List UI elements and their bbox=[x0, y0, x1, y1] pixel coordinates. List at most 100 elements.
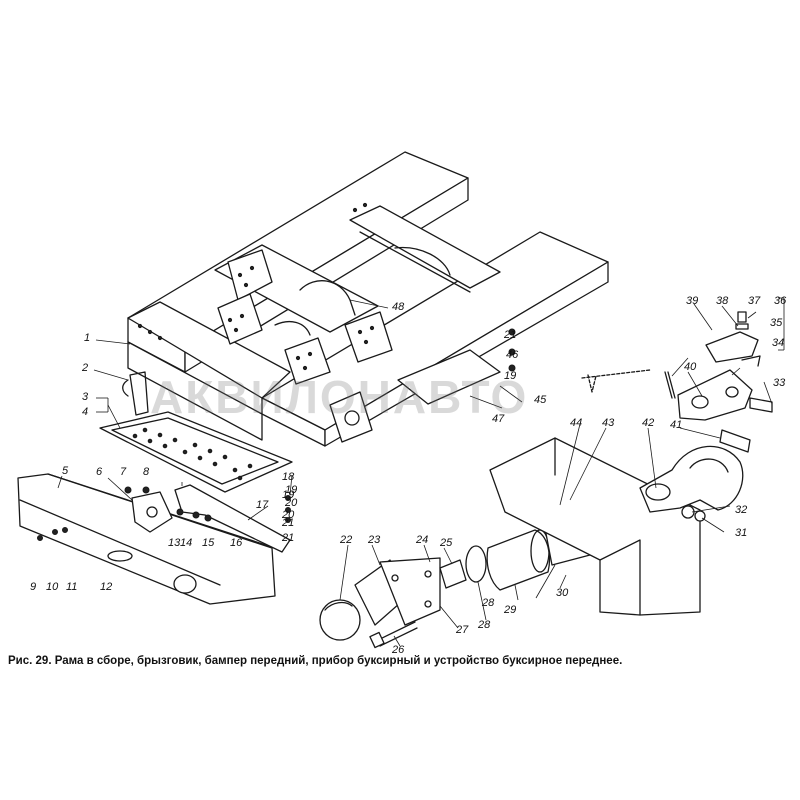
splash-guard-inner bbox=[111, 417, 279, 485]
callout-label: 28 bbox=[478, 619, 491, 631]
tow-hook-throat bbox=[689, 458, 729, 473]
front-bumper bbox=[17, 473, 291, 605]
callout-label: 36 bbox=[774, 295, 787, 307]
callout-label: 29 bbox=[504, 604, 517, 616]
split-pin bbox=[664, 371, 676, 399]
callout-label: 19 bbox=[282, 489, 295, 501]
frame-gusset-plate-4 bbox=[284, 337, 331, 385]
callout-label: 37 bbox=[748, 295, 761, 307]
callout-label: 44 bbox=[570, 417, 583, 429]
housing-bolt-hole-1 bbox=[391, 574, 399, 582]
callout-label: 5 bbox=[62, 465, 69, 477]
callout-label: 35 bbox=[770, 317, 783, 329]
callout-label: 28 bbox=[482, 597, 495, 609]
callout-label: 16 bbox=[230, 537, 243, 549]
towing-ball-highlight bbox=[324, 601, 353, 611]
callout-label: 40 bbox=[684, 361, 697, 373]
callout-label: 14 bbox=[180, 537, 193, 549]
callout-label: 7 bbox=[120, 466, 127, 478]
callout-label: 8 bbox=[143, 466, 150, 478]
callout-label: 33 bbox=[773, 377, 786, 389]
bumper-slot bbox=[107, 550, 133, 562]
hook-lever bbox=[705, 331, 759, 363]
lever-bolt-37 bbox=[737, 311, 747, 323]
callout-label: 20 bbox=[282, 509, 295, 521]
callout-label: 42 bbox=[642, 417, 655, 429]
callout-label: 10 bbox=[46, 581, 59, 593]
bumper-tow-opening bbox=[173, 574, 197, 594]
splash-guard-plate bbox=[99, 411, 293, 493]
frame-rivets bbox=[137, 202, 375, 371]
callout-label: 19 bbox=[285, 484, 298, 496]
frame-assembly bbox=[127, 151, 609, 447]
frame-gusset-plate-2 bbox=[217, 293, 263, 345]
splash-guard-strip bbox=[122, 371, 149, 416]
callout-label: 2 bbox=[82, 362, 89, 374]
lever-spring bbox=[741, 355, 761, 367]
towing-bolt bbox=[377, 621, 418, 647]
callout-label: 34 bbox=[772, 337, 785, 349]
housing-bolt-hole-3 bbox=[424, 600, 432, 608]
callout-label: 38 bbox=[716, 295, 729, 307]
callout-label: 20 bbox=[285, 497, 298, 509]
leader-lines bbox=[57, 297, 785, 647]
latch-hole-1 bbox=[691, 395, 709, 409]
tow-hook-assembly bbox=[489, 311, 773, 616]
latch-hole-2 bbox=[725, 386, 739, 398]
callout-label: 39 bbox=[686, 295, 699, 307]
latch-pin bbox=[749, 397, 773, 413]
callout-label: 13 bbox=[168, 537, 181, 549]
callout-label: 25 bbox=[440, 537, 453, 549]
callout-label: 41 bbox=[670, 419, 683, 431]
callout-label: 21 bbox=[282, 532, 295, 544]
callout-label: 22 bbox=[340, 534, 353, 546]
frame-crossmember-detail bbox=[359, 231, 471, 293]
towing-washer bbox=[465, 545, 487, 583]
frame-center-bracket bbox=[274, 280, 356, 336]
towing-rubber-spring bbox=[486, 529, 551, 591]
frame-rear-crossmember bbox=[349, 205, 501, 289]
callout-label: 9 bbox=[30, 581, 37, 593]
tow-hook-shank bbox=[645, 483, 671, 501]
callout-label: 21 bbox=[282, 517, 295, 529]
hook-bracket-hole bbox=[344, 410, 360, 426]
callout-label: 47 bbox=[492, 413, 505, 425]
frame-splash-plate bbox=[397, 349, 501, 405]
callout-label: 3 bbox=[82, 391, 89, 403]
frame-front-hook-bracket bbox=[329, 391, 373, 443]
frame-rail-section bbox=[489, 437, 701, 616]
bumper-bracket bbox=[131, 491, 173, 533]
callout-label: 23 bbox=[368, 534, 381, 546]
frame-front-crossmember-top bbox=[127, 301, 291, 399]
hook-chain bbox=[581, 369, 651, 393]
frame-rail-section-edges bbox=[554, 437, 641, 616]
callout-label: 4 bbox=[82, 406, 89, 418]
callout-label: 30 bbox=[556, 587, 569, 599]
housing-bolt-hole-2 bbox=[424, 570, 432, 578]
callout-label: 32 bbox=[735, 504, 748, 516]
callout-label: 24 bbox=[416, 534, 429, 546]
figure-caption: Рис. 29. Рама в сборе, брызговик, бампер… bbox=[8, 655, 623, 667]
callout-label: 15 bbox=[202, 537, 215, 549]
splash-guard bbox=[99, 371, 293, 493]
callout-label: 43 bbox=[602, 417, 615, 429]
towing-bolt-head bbox=[369, 631, 385, 649]
callout-label: 21 bbox=[504, 329, 517, 341]
callout-label: 27 bbox=[456, 624, 469, 636]
bumper-bracket-hole bbox=[146, 506, 158, 518]
towing-ball bbox=[319, 599, 361, 641]
callout-label: 48 bbox=[392, 301, 405, 313]
callout-label: 19 bbox=[504, 370, 517, 382]
callout-label: 12 bbox=[100, 581, 113, 593]
callout-label: 1 bbox=[84, 332, 91, 344]
hook-washer bbox=[694, 510, 706, 522]
callout-label: 45 bbox=[534, 394, 547, 406]
callout-label: 46 bbox=[506, 349, 519, 361]
callout-label: 31 bbox=[735, 527, 748, 539]
callout-label: 26 bbox=[392, 644, 405, 656]
callout-label: 17 bbox=[256, 499, 269, 511]
towing-nut bbox=[439, 559, 467, 589]
callout-label: 6 bbox=[96, 466, 103, 478]
